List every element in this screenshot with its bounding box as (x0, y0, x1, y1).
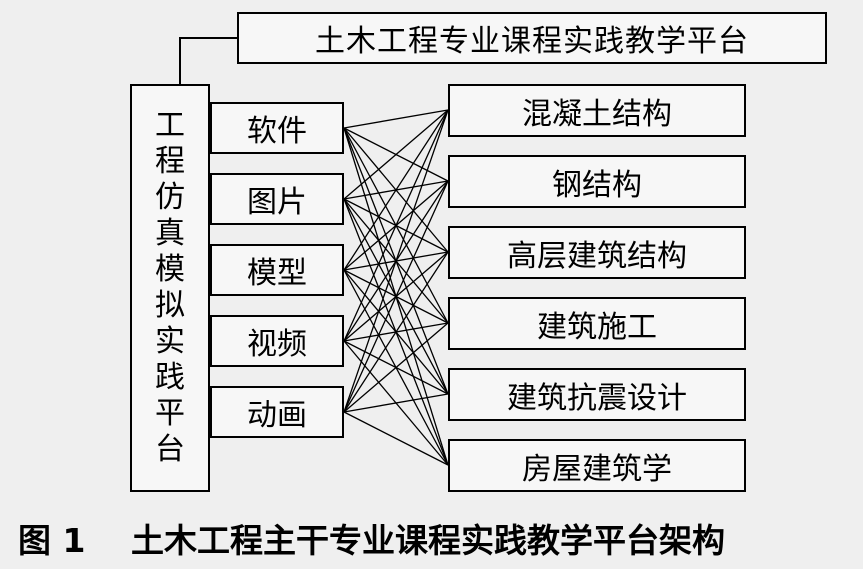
media-box: 动画 (210, 386, 344, 438)
media-box: 图片 (210, 173, 344, 225)
media-box: 软件 (210, 102, 344, 154)
connector-line (343, 180, 449, 413)
course-box: 混凝土结构 (448, 84, 746, 137)
connector-line (343, 251, 449, 413)
course-box: 建筑施工 (448, 297, 746, 350)
connector-line (343, 109, 449, 200)
course-box: 钢结构 (448, 155, 746, 208)
connector-line (343, 393, 449, 413)
platform-char: 程 (155, 144, 185, 179)
connector-line (343, 411, 449, 466)
connector-line (343, 109, 449, 129)
media-box: 视频 (210, 315, 344, 367)
platform-char: 模 (155, 252, 185, 287)
platform-char: 实 (155, 324, 185, 359)
connector-line (343, 109, 449, 413)
top-platform-box: 土木工程专业课程实践教学平台 (237, 12, 827, 64)
connector-line (343, 322, 449, 413)
platform-char: 践 (155, 360, 185, 395)
platform-char: 真 (155, 216, 185, 251)
course-box: 建筑抗震设计 (448, 368, 746, 421)
media-course-links (343, 109, 449, 466)
platform-char: 工 (155, 108, 185, 143)
connector-line (343, 109, 449, 342)
simulation-platform-box: 工程仿真模拟实践平台 (130, 84, 210, 492)
platform-char: 平 (155, 396, 185, 431)
link-platform-to-top (179, 37, 237, 84)
platform-char: 台 (155, 432, 185, 467)
media-box: 模型 (210, 244, 344, 296)
figure-caption: 图 1 土木工程主干专业课程实践教学平台架构 (18, 514, 725, 562)
platform-char: 拟 (155, 288, 185, 323)
figure-label: 图 1 (18, 521, 86, 560)
connector-line (343, 109, 449, 271)
course-box: 高层建筑结构 (448, 226, 746, 279)
course-box: 房屋建筑学 (448, 439, 746, 492)
figure-title: 土木工程主干专业课程实践教学平台架构 (130, 521, 725, 560)
platform-char: 仿 (155, 180, 185, 215)
